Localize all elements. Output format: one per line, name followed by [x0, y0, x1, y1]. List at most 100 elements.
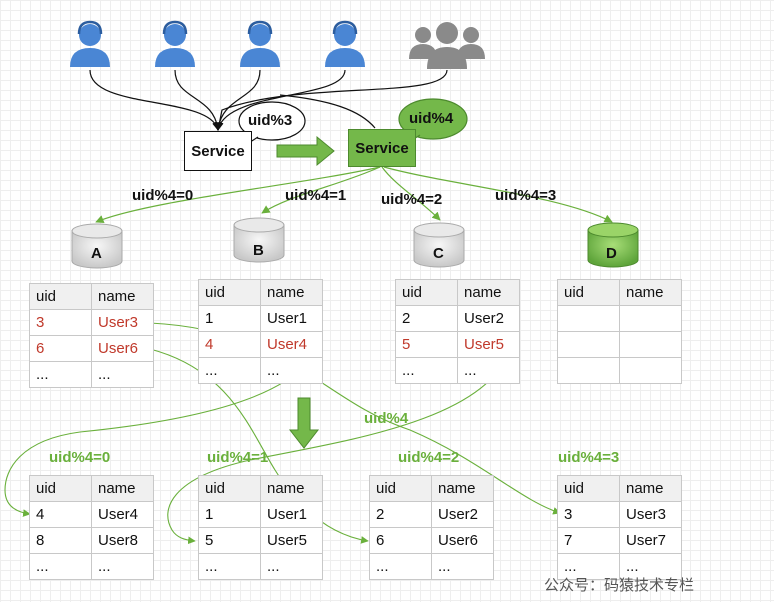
db-label-d: D	[606, 245, 617, 262]
header-name: name	[457, 279, 520, 306]
table-row: ......	[395, 357, 520, 384]
cell-name: User8	[91, 527, 154, 554]
db-label-a: A	[91, 245, 102, 262]
bubble-new-label: uid%4	[409, 110, 454, 127]
route-label-3: uid%4=3	[495, 187, 557, 204]
cell-uid: 8	[29, 527, 92, 554]
database-c-icon	[413, 222, 465, 268]
route-arrows	[95, 166, 613, 224]
cell-name: ...	[91, 361, 154, 388]
header-name: name	[619, 279, 682, 306]
header-uid: uid	[29, 283, 92, 310]
cell-uid: 4	[29, 501, 92, 528]
header-name: name	[431, 475, 494, 502]
cell-uid: 4	[198, 331, 261, 358]
cell-name: User5	[457, 331, 520, 358]
cell-uid	[557, 331, 620, 358]
cell-name: User1	[260, 501, 323, 528]
header-name: name	[91, 475, 154, 502]
cell-uid	[557, 305, 620, 332]
cell-name: User6	[431, 527, 494, 554]
cell-name: User3	[91, 309, 154, 336]
table-row: ......	[369, 553, 494, 580]
cell-uid: 3	[557, 501, 620, 528]
db-label-c: C	[433, 245, 444, 262]
cell-name: ...	[91, 553, 154, 580]
table-row: ......	[29, 553, 154, 580]
cell-uid: 1	[198, 305, 261, 332]
header-uid: uid	[198, 475, 261, 502]
db-label-b: B	[253, 242, 264, 259]
cell-name: ...	[260, 553, 323, 580]
cell-name: User6	[91, 335, 154, 362]
cell-uid: 2	[369, 501, 432, 528]
cell-name: User4	[91, 501, 154, 528]
cell-uid: 6	[369, 527, 432, 554]
cell-name: User1	[260, 305, 323, 332]
cell-name: ...	[619, 553, 682, 580]
cell-uid: 3	[29, 309, 92, 336]
cell-name	[619, 305, 682, 332]
header-uid: uid	[557, 475, 620, 502]
cell-uid: ...	[198, 357, 261, 384]
new-route-label-1: uid%4=1	[207, 449, 269, 466]
cell-name	[619, 331, 682, 358]
table-row: ......	[198, 357, 323, 384]
cell-name: ...	[260, 357, 323, 384]
header-name: name	[260, 279, 323, 306]
cell-uid: 5	[395, 331, 458, 358]
table-row	[557, 357, 682, 384]
user-connectors	[89, 69, 448, 131]
cell-uid: 6	[29, 335, 92, 362]
cell-uid: ...	[29, 361, 92, 388]
table-row: ......	[557, 553, 682, 580]
cell-uid: 2	[395, 305, 458, 332]
table-row	[557, 331, 682, 358]
bubble-old-label: uid%3	[248, 112, 293, 129]
cell-name: ...	[431, 553, 494, 580]
user-icon	[70, 20, 110, 67]
cell-uid: 7	[557, 527, 620, 554]
cell-name: ...	[457, 357, 520, 384]
user-group-icon	[409, 22, 485, 69]
cell-uid	[557, 357, 620, 384]
cell-name: User2	[431, 501, 494, 528]
user-icon	[325, 20, 365, 67]
header-uid: uid	[369, 475, 432, 502]
table-row: ......	[198, 553, 323, 580]
database-d-icon	[587, 222, 639, 268]
new-route-label-3: uid%4=3	[558, 449, 620, 466]
cell-uid: 5	[198, 527, 261, 554]
table-row	[557, 305, 682, 332]
route-label-1: uid%4=1	[285, 187, 347, 204]
header-name: name	[619, 475, 682, 502]
header-name: name	[260, 475, 323, 502]
cell-name: User4	[260, 331, 323, 358]
transition-arrow	[276, 135, 335, 167]
route-label-0: uid%4=0	[132, 187, 194, 204]
header-uid: uid	[395, 279, 458, 306]
